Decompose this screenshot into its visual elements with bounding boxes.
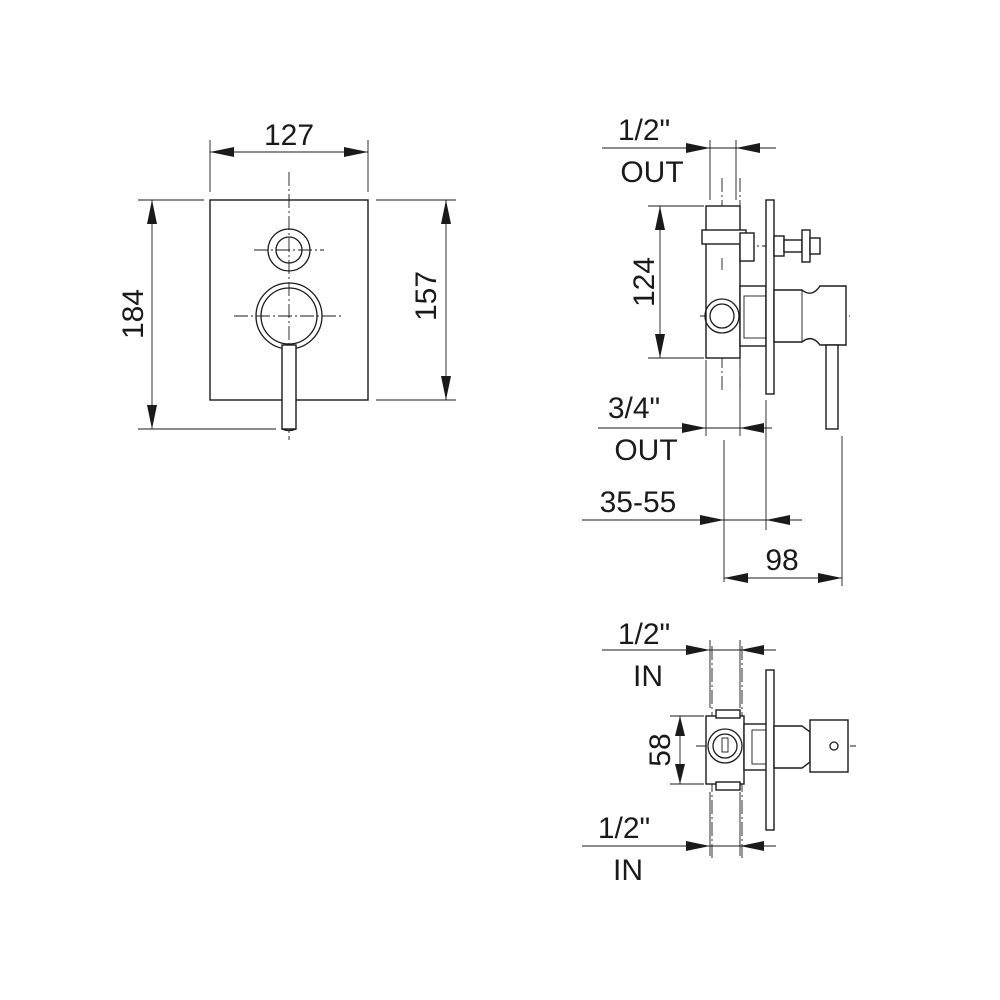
handle-base-inner	[260, 287, 318, 345]
bottom-outlet-label: OUT	[614, 434, 677, 467]
top-inlet-size: 1/2"	[618, 618, 670, 651]
outlet-port-outer	[704, 298, 740, 334]
body-height-dimension: 124	[628, 257, 661, 307]
total-projection-dimension: 98	[765, 544, 798, 577]
bottom-wall-plate	[765, 669, 775, 831]
width-dimension: 127	[264, 119, 314, 152]
plate-height-dimension: 157	[410, 271, 443, 321]
side-lever	[825, 344, 839, 430]
diverter-knob-outer	[267, 228, 311, 272]
top-outlet-label: OUT	[620, 156, 683, 189]
diverter-knob-inner	[275, 236, 303, 264]
bottom-body-height-dimension: 58	[644, 733, 677, 766]
wall-plate	[765, 199, 775, 395]
bottom-outlet-size: 3/4"	[608, 392, 660, 425]
handle-body	[773, 285, 847, 346]
wall-depth-dimension: 35-55	[600, 486, 677, 519]
valve-body	[705, 205, 741, 359]
bottom-valve-body	[705, 715, 745, 785]
height-dimension: 184	[117, 289, 150, 339]
lever	[281, 344, 297, 430]
outlet-port-inner	[709, 303, 735, 329]
bottom-inlet-size: 1/2"	[598, 812, 650, 845]
top-outlet-size: 1/2"	[618, 114, 670, 147]
front-view: 127 184 157	[117, 119, 456, 440]
bottom-inlet-label: IN	[613, 854, 643, 887]
side-view: 1/2" OUT 124 3/4" OUT 35-55 98	[582, 114, 850, 586]
top-inlet-label: IN	[633, 660, 663, 693]
bottom-view: 1/2" IN 58 1/2" IN	[582, 618, 856, 887]
bottom-handle	[773, 725, 811, 769]
